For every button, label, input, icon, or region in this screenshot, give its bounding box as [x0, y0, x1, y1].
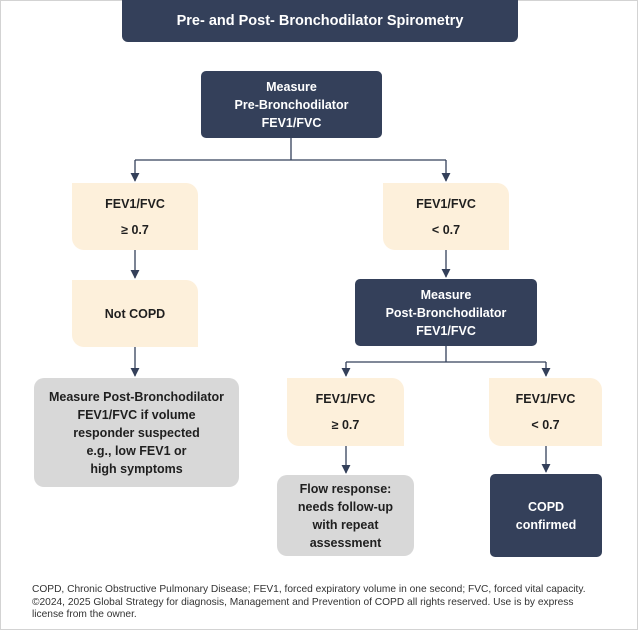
flow-response-box: Flow response: needs follow-up with repe… — [277, 475, 414, 556]
measure-post-line-2: Post-Bronchodilator — [385, 305, 507, 320]
post-ratio-ge-line-2: ≥ 0.7 — [331, 418, 360, 432]
post-ratio-ge-box: FEV1/FVC ≥ 0.7 — [287, 378, 404, 446]
measure-post-bronchodilator-box: Measure Post-Bronchodilator FEV1/FVC — [355, 279, 537, 346]
ratio-ge-line-2: ≥ 0.7 — [121, 222, 149, 237]
measure-pre-bronchodilator-box: Measure Pre-Bronchodilator FEV1/FVC — [201, 71, 382, 138]
flow-response-line-4: assessment — [309, 535, 382, 550]
not-copd-label: Not COPD — [104, 306, 166, 321]
measure-post-if-line-1: Measure Post-Bronchodilator — [48, 389, 225, 404]
measure-post-if-line-2: FEV1/FVC if volume — [77, 407, 196, 422]
post-ratio-lt-line-2: < 0.7 — [531, 418, 560, 432]
measure-post-if-line-5: high symptoms — [90, 461, 183, 476]
ratio-lt-line-2: < 0.7 — [431, 222, 461, 237]
footnote-abbreviations: COPD, Chronic Obstructive Pulmonary Dise… — [32, 584, 586, 595]
footnote-copyright: ©2024, 2025 Global Strategy for diagnosi… — [32, 596, 574, 608]
footnote-license: license from the owner. — [32, 609, 137, 620]
measure-post-line-3: FEV1/FVC — [416, 323, 476, 338]
flow-response-line-1: Flow response: — [299, 481, 392, 496]
copd-confirmed-box: COPD confirmed — [490, 474, 602, 557]
connector-pre-split — [135, 137, 446, 161]
measure-post-if-volume-responder-box: Measure Post-Bronchodilator FEV1/FVC if … — [34, 378, 239, 487]
flow-response-line-2: needs follow-up — [297, 499, 394, 514]
ratio-ge-box: FEV1/FVC ≥ 0.7 — [72, 183, 198, 250]
measure-pre-line-2: Pre-Bronchodilator — [234, 97, 349, 112]
measure-post-line-1: Measure — [420, 287, 472, 302]
post-ratio-lt-box: FEV1/FVC < 0.7 — [489, 378, 602, 446]
connector-post-split — [346, 346, 546, 363]
post-ratio-ge-line-1: FEV1/FVC — [315, 392, 376, 406]
ratio-ge-line-1: FEV1/FVC — [105, 196, 165, 211]
post-ratio-lt-line-1: FEV1/FVC — [515, 392, 576, 406]
footnote: COPD, Chronic Obstructive Pulmonary Dise… — [32, 584, 632, 622]
not-copd-box: Not COPD — [72, 280, 198, 347]
measure-pre-line-1: Measure — [266, 79, 317, 94]
measure-post-if-line-4: e.g., low FEV1 or — [86, 443, 187, 458]
flow-response-line-3: with repeat — [312, 517, 379, 532]
copd-confirmed-line-1: COPD — [527, 499, 565, 514]
ratio-lt-box: FEV1/FVC < 0.7 — [383, 183, 509, 250]
ratio-lt-line-1: FEV1/FVC — [416, 196, 476, 211]
copd-confirmed-line-2: confirmed — [515, 517, 577, 532]
measure-post-if-line-3: responder suspected — [73, 425, 200, 440]
diagram-title: Pre- and Post- Bronchodilator Spirometry — [122, 0, 518, 42]
measure-pre-line-3: FEV1/FVC — [261, 115, 322, 130]
